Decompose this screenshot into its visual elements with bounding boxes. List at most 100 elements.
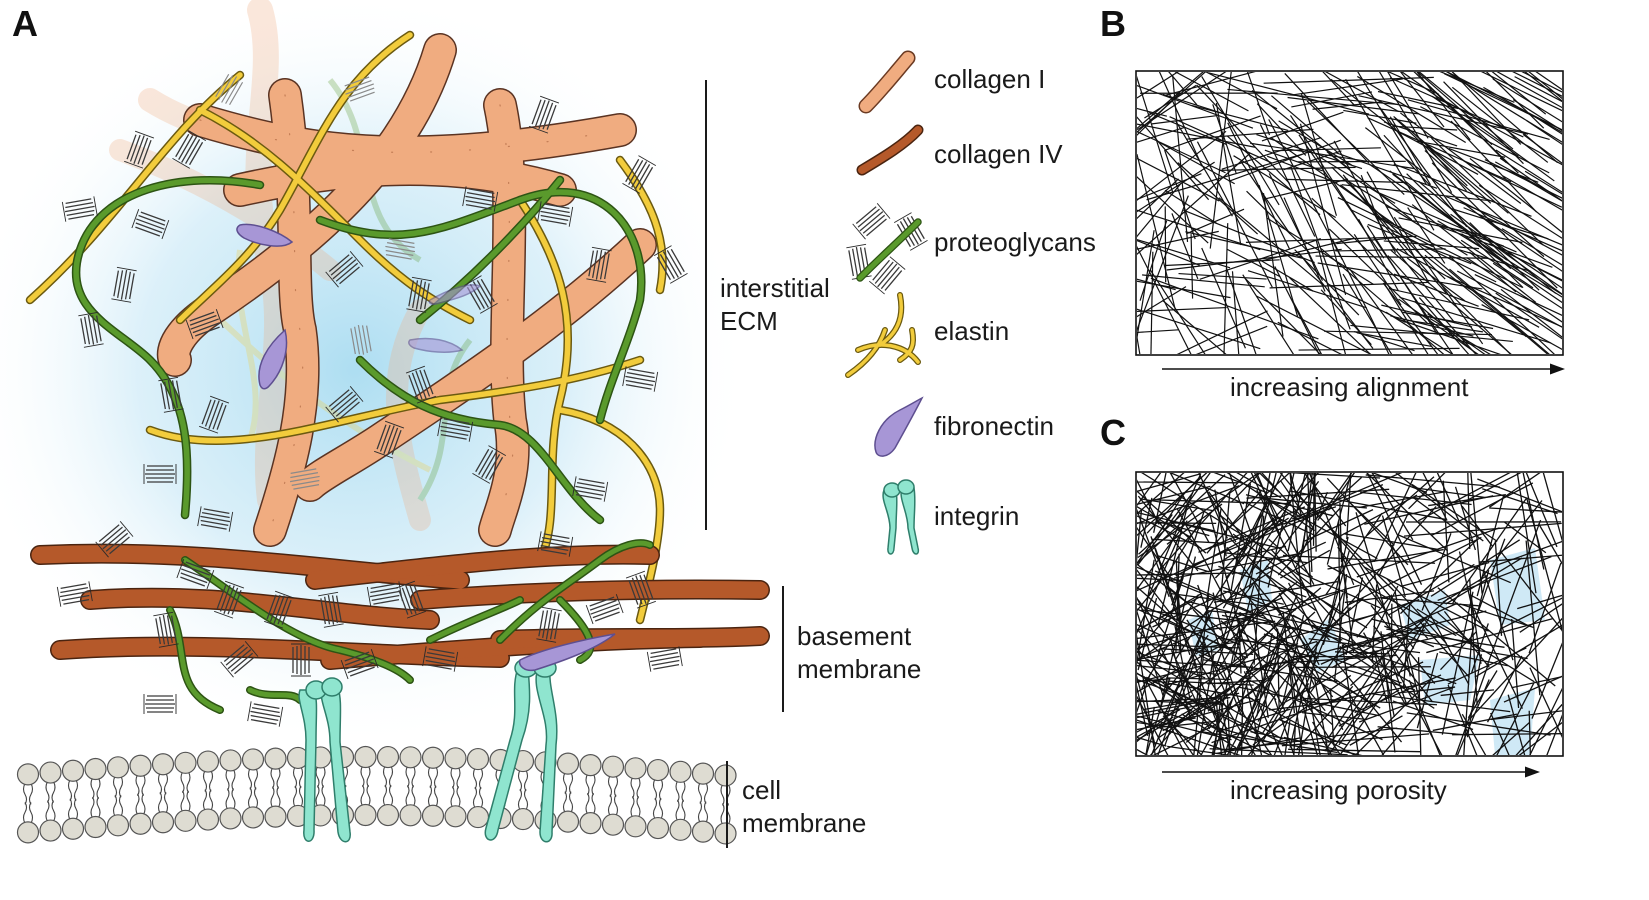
fiber-line (1140, 497, 1153, 548)
lipid-tail (135, 774, 146, 797)
lipid-tail (157, 791, 169, 814)
fiber-line (1246, 190, 1310, 254)
legend-icons (845, 50, 929, 555)
fiber-line (1268, 538, 1314, 578)
fiber-line (1137, 520, 1188, 591)
lipid-tail (90, 796, 101, 819)
fiber-line (1169, 473, 1210, 543)
fiber-line (1278, 120, 1353, 166)
fiber-line (1137, 719, 1241, 755)
lipid-head (264, 747, 287, 770)
fiber-line (1176, 310, 1268, 354)
fiber-line (1137, 684, 1149, 736)
fiber-line (1261, 111, 1344, 142)
lipid-tail (562, 772, 574, 794)
fiber-line (1400, 561, 1490, 588)
fiber-line (1416, 72, 1479, 126)
lipid-head (174, 751, 197, 774)
label-cell-membrane: cell membrane (742, 774, 866, 840)
fiber-line (1216, 737, 1301, 755)
fiber-line (1327, 548, 1444, 570)
fiber-line (1519, 603, 1562, 633)
fiber-line (1137, 130, 1227, 201)
lipid-tail (517, 788, 529, 811)
fiber-line (1219, 492, 1231, 603)
fiber-line (1295, 666, 1431, 669)
fiber-line (1273, 656, 1313, 755)
fiber-line (1526, 120, 1562, 145)
lipid-tail (652, 797, 664, 820)
fiber-line (1163, 72, 1256, 97)
fiber-line (1292, 78, 1403, 96)
fiber-line (1507, 694, 1526, 755)
fiber-line (1364, 495, 1494, 525)
fiber-line (1386, 650, 1408, 705)
fiber-line (1490, 710, 1562, 721)
fiber-line (1157, 141, 1235, 185)
lipid-tail (247, 787, 259, 809)
lipid-head (151, 811, 175, 834)
fiber-line (1225, 516, 1280, 579)
fiber-line (1137, 161, 1215, 213)
fiber-line (1259, 630, 1302, 699)
fiber-line (1291, 91, 1373, 108)
label-line: cell (742, 775, 782, 805)
fiber-line (1284, 720, 1291, 755)
fiber-line (1350, 324, 1513, 343)
fiber-line (1209, 748, 1348, 755)
lipid-head (39, 819, 62, 842)
fiber-line (1166, 503, 1223, 545)
fiber-line (1256, 633, 1273, 717)
fiber-line (1356, 594, 1393, 638)
fiber-line (1137, 661, 1226, 734)
fiber-line (1388, 288, 1530, 321)
fiber-line (1383, 240, 1480, 250)
fiber-line (1531, 642, 1562, 719)
fiber-line (1451, 208, 1549, 240)
fiber-line (1246, 72, 1271, 136)
fiber-line (1438, 97, 1562, 166)
fiber-line (1296, 689, 1342, 755)
fiber-line (1295, 699, 1383, 741)
lipid-head (264, 805, 287, 828)
fiber-line (1381, 515, 1406, 598)
lipid-tail (67, 798, 79, 821)
fiber-line (1437, 587, 1556, 687)
fiber-line (1288, 582, 1314, 630)
fiber-line (1164, 659, 1196, 747)
fiber-line (1166, 248, 1342, 271)
fiber-line (1289, 473, 1304, 606)
fiber-line (1137, 586, 1179, 625)
fiber-line (1461, 505, 1493, 547)
lipid-head (601, 813, 625, 836)
lipid-tail (697, 801, 709, 823)
fiber-line (1463, 160, 1562, 208)
fiber-line (1521, 72, 1562, 93)
fiber-line (1137, 563, 1202, 614)
lipid-head (669, 818, 692, 841)
fiber-line (1380, 631, 1396, 753)
fiber-line (1289, 115, 1367, 233)
fiber-line (1542, 473, 1562, 542)
lipid-head (241, 748, 265, 771)
fiber-line (1495, 149, 1562, 193)
label-line: membrane (797, 654, 922, 684)
fiber-line (1357, 75, 1466, 143)
fiber-line (1341, 644, 1360, 755)
fiber-line (1190, 234, 1194, 299)
fiber-line (1240, 160, 1291, 235)
fiber-line (1141, 609, 1245, 623)
lipid-tail (382, 784, 394, 807)
lipid-tail (517, 769, 529, 792)
fiber-line (1137, 473, 1200, 493)
fiber-line (1322, 72, 1356, 106)
fiber-line (1196, 84, 1291, 185)
fiber-line (1389, 77, 1524, 138)
fiber-line (1137, 329, 1179, 334)
fiber-line (1345, 179, 1468, 256)
fiber-line (1174, 625, 1191, 699)
fiber-line (1137, 75, 1174, 193)
fiber-line (1421, 533, 1452, 611)
fiber-line (1483, 86, 1562, 133)
fiber-line (1210, 646, 1223, 755)
